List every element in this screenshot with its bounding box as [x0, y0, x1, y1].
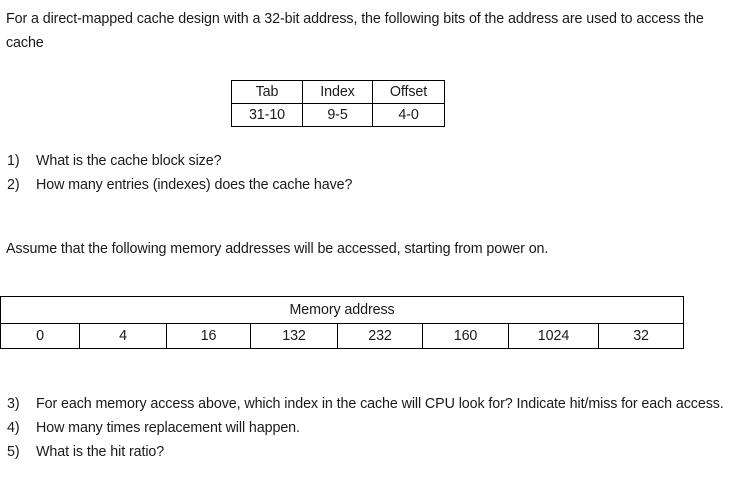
question-item-4: 4) How many times replacement will happe…: [0, 417, 734, 440]
question-text-3: For each memory access above, which inde…: [36, 396, 724, 412]
address-field-bits-index: 9-5: [302, 103, 373, 127]
question-item-5: 5) What is the hit ratio?: [0, 441, 734, 464]
questions-list-top: 1) What is the cache block size? 2) How …: [0, 150, 734, 198]
address-field-header-offset: Offset: [372, 80, 445, 104]
question-text-1: What is the cache block size?: [36, 153, 222, 169]
question-text-5: What is the hit ratio?: [36, 444, 165, 460]
question-text-2: How many entries (indexes) does the cach…: [36, 177, 353, 193]
address-field-header-tag: Tab: [231, 80, 303, 104]
question-number-2: 2): [7, 177, 20, 193]
question-item-2: 2) How many entries (indexes) does the c…: [0, 174, 734, 197]
address-field-header-index: Index: [302, 80, 373, 104]
memory-address-cell-2: 4: [79, 323, 167, 349]
question-number-5: 5): [7, 444, 20, 460]
memory-address-cell-4: 132: [250, 323, 338, 349]
question-number-4: 4): [7, 420, 20, 436]
question-item-1: 1) What is the cache block size?: [0, 150, 734, 173]
table-row-memory-header: Memory address: [0, 296, 685, 324]
question-text-4: How many times replacement will happen.: [36, 420, 300, 436]
memory-address-cell-1: 0: [0, 323, 80, 349]
address-fields-table: Tab Index Offset 31-10 9-5 4-0: [231, 80, 445, 127]
memory-address-cell-3: 16: [166, 323, 251, 349]
address-field-bits-tag: 31-10: [231, 103, 303, 127]
memory-address-cell-8: 32: [597, 323, 685, 349]
memory-address-cell-5: 232: [337, 323, 423, 349]
memory-address-cell-6: 160: [422, 323, 509, 349]
assume-paragraph: Assume that the following memory address…: [6, 241, 549, 257]
address-field-bits-offset: 4-0: [372, 103, 445, 127]
questions-list-bottom: 3) For each memory access above, which i…: [0, 393, 734, 465]
table-row-values: 31-10 9-5 4-0: [231, 103, 445, 127]
question-item-3: 3) For each memory access above, which i…: [0, 393, 734, 416]
memory-address-header: Memory address: [0, 296, 685, 324]
question-number-1: 1): [7, 153, 20, 169]
table-row-memory-values: 0 4 16 132 232 160 1024 32: [0, 323, 685, 349]
table-row-headers: Tab Index Offset: [231, 80, 445, 104]
memory-address-table: Memory address 0 4 16 132 232 160 1024 3…: [0, 296, 685, 349]
memory-address-cell-7: 1024: [508, 323, 599, 349]
intro-paragraph: For a direct-mapped cache design with a …: [6, 11, 708, 51]
question-number-3: 3): [7, 396, 20, 412]
